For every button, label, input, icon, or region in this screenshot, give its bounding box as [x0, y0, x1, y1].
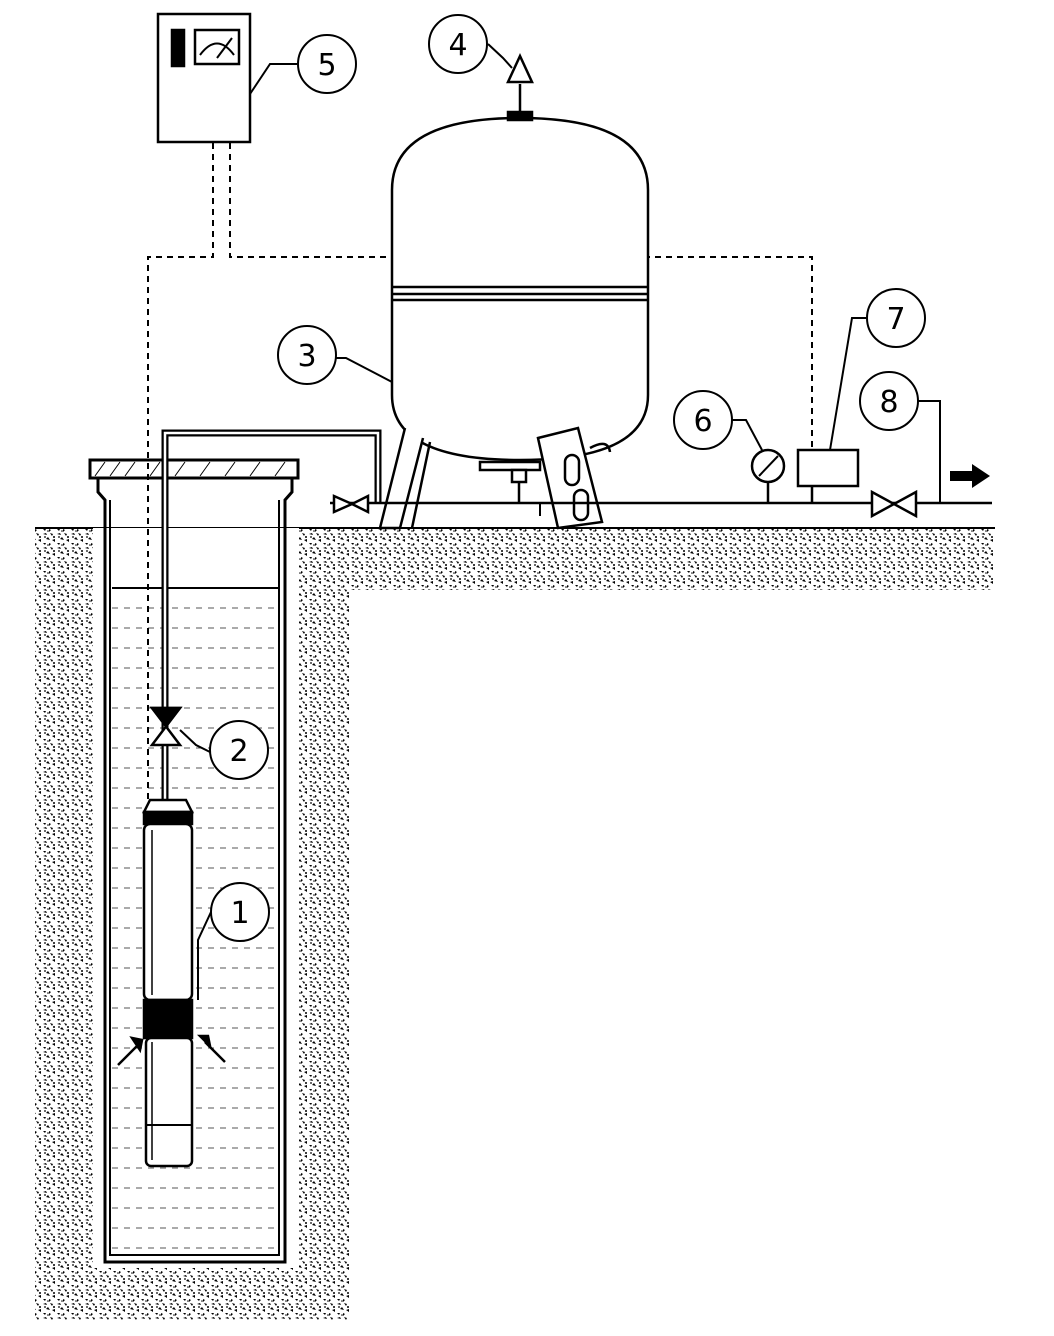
callout-8: 8 — [859, 371, 919, 431]
pressure-tank — [378, 116, 650, 530]
callout-2: 2 — [209, 720, 269, 780]
callout-5-label: 5 — [317, 48, 336, 83]
flow-arrow — [950, 464, 990, 488]
well-water — [112, 587, 278, 1249]
callout-5: 5 — [297, 34, 357, 94]
well-casing — [88, 458, 300, 1264]
callout-4-label: 4 — [448, 28, 467, 63]
callout-2-label: 2 — [229, 734, 248, 769]
callout-6-label: 6 — [693, 404, 712, 439]
leader-lines — [179, 43, 941, 1000]
callout-3-label: 3 — [297, 339, 316, 374]
callout-1-label: 1 — [230, 896, 249, 931]
control-wiring — [147, 143, 813, 812]
air-valve — [506, 53, 534, 122]
callout-4: 4 — [428, 14, 488, 74]
drop-pipe — [161, 429, 382, 800]
callout-6: 6 — [673, 390, 733, 450]
inlet-valve — [332, 493, 370, 515]
callout-8-label: 8 — [879, 385, 898, 420]
callout-7-label: 7 — [886, 302, 905, 337]
pressure-switch — [796, 448, 860, 503]
outlet-valve — [870, 489, 918, 519]
callout-7: 7 — [866, 288, 926, 348]
control-box — [156, 12, 252, 144]
check-valve — [149, 706, 183, 747]
submersible-pump — [117, 798, 226, 1168]
pressure-gauge — [750, 448, 786, 503]
callout-1: 1 — [210, 882, 270, 942]
callout-3: 3 — [277, 325, 337, 385]
